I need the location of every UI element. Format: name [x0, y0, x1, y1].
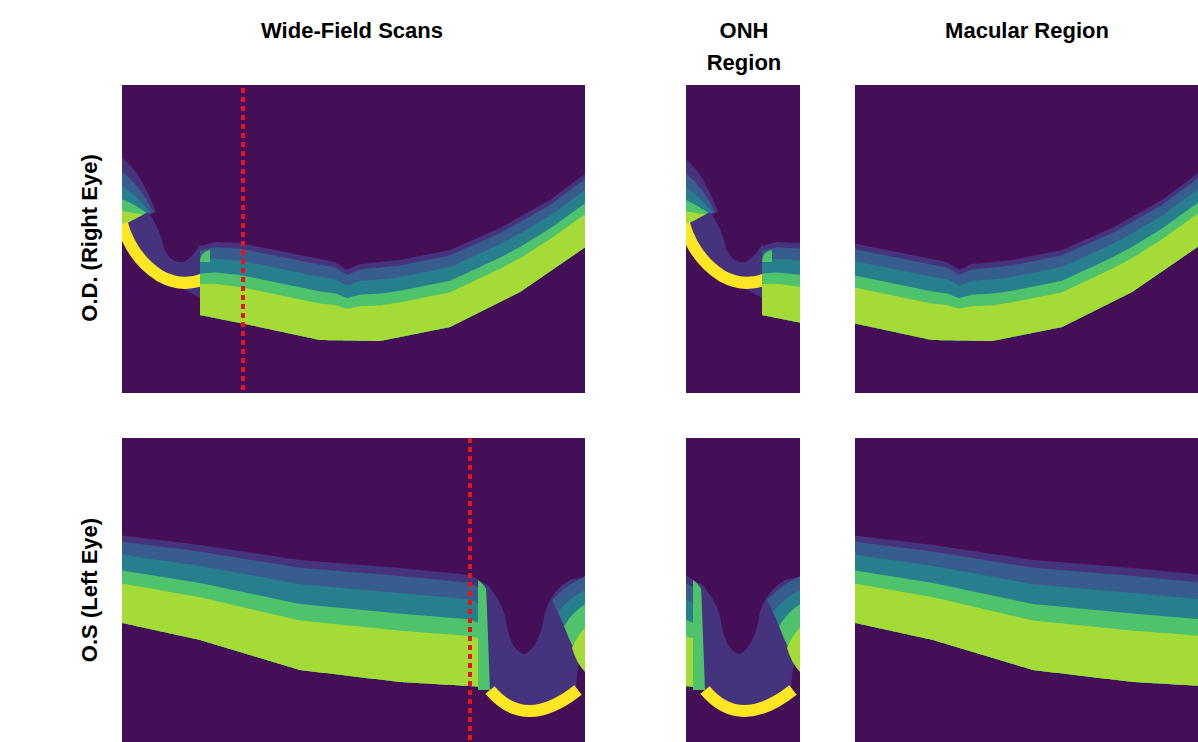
column-header: Macular Region: [945, 15, 1109, 47]
row-header: O.S (Left Eye): [74, 518, 106, 662]
retinal-layer: [812, 211, 1198, 341]
retinal-layer: [118, 535, 490, 688]
retinal-layer: [851, 554, 1198, 688]
retinal-layer: [333, 570, 705, 688]
retinal-layer: [200, 200, 590, 341]
retinal-layer: [118, 541, 490, 688]
retinal-layer: [333, 535, 705, 688]
macular-scan: [612, 0, 1198, 742]
retinal-layer: [851, 541, 1198, 688]
retinal-layer: [200, 211, 590, 341]
retinal-layer: [333, 554, 705, 688]
retinal-layer: [200, 170, 590, 341]
retinal-layer: [851, 570, 1198, 688]
retinal-layer: [851, 583, 1198, 688]
retinal-layer: [333, 583, 705, 688]
onh-scan: [215, 0, 1198, 742]
retinal-layer: [333, 541, 705, 688]
retinal-layer: [851, 535, 1198, 688]
column-header: ONH Region: [704, 15, 784, 79]
column-header: Wide-Field Scans: [261, 15, 443, 47]
retinal-layer: [812, 175, 1198, 341]
retinal-layer: [812, 186, 1198, 341]
retinal-layer: [118, 570, 490, 688]
crop-marker: [241, 88, 245, 393]
macular-scan: [733, 0, 1198, 742]
crop-marker: [468, 438, 472, 742]
retinal-layer: [812, 170, 1198, 341]
retinal-layer: [200, 175, 590, 341]
retinal-layer: [200, 186, 590, 341]
retinal-layer: [118, 554, 490, 688]
retinal-layer: [812, 200, 1198, 341]
row-header: O.D. (Right Eye): [74, 154, 106, 321]
retinal-layer: [118, 583, 490, 688]
